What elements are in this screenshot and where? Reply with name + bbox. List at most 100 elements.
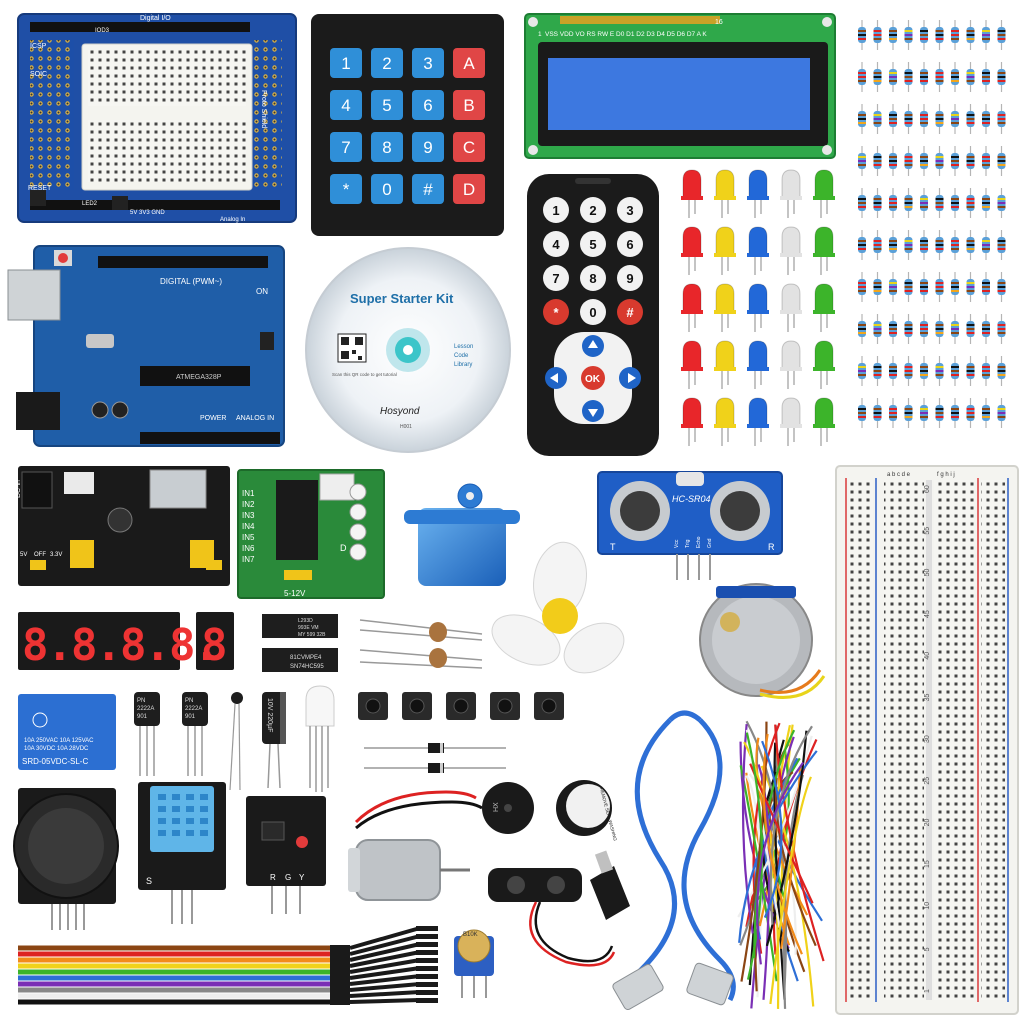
- resistor-band: [935, 282, 944, 284]
- resistor-band: [966, 408, 975, 410]
- dupont-connector: [330, 951, 350, 957]
- led-rim: [780, 424, 802, 428]
- resistor-band: [904, 282, 913, 284]
- led: [814, 169, 834, 199]
- jumper-wire: [780, 766, 802, 950]
- dupont-connector-body: [349, 958, 421, 974]
- keypad-key-label: 3: [423, 54, 432, 73]
- dupont-connector: [330, 963, 350, 969]
- resistor-band: [904, 416, 913, 418]
- resistor-band: [873, 80, 882, 82]
- resistor-band: [889, 202, 897, 204]
- resistor-band: [920, 198, 928, 200]
- ultrasonic-r-label: R: [768, 542, 775, 552]
- shield-power-label: 5V 3V3 GND: [130, 210, 165, 216]
- resistor-band: [920, 416, 928, 418]
- led-rim: [714, 424, 736, 428]
- keypad-key-label: #: [423, 180, 433, 199]
- resistor-band: [858, 38, 866, 40]
- dupont-pin: [416, 974, 438, 979]
- resistor-band: [966, 38, 975, 40]
- lcd-pin-last: 16: [715, 19, 723, 26]
- shield-header-label: Digital I/O: [140, 15, 171, 22]
- led: [748, 340, 768, 370]
- remote-key-label: 5: [589, 237, 596, 252]
- resistor-band: [904, 412, 913, 414]
- keypad-key: [412, 90, 444, 120]
- capacitor-label: 10V 220µF: [266, 698, 273, 732]
- resistor-band: [982, 286, 990, 288]
- remote-key: [617, 265, 643, 291]
- resistor-band: [889, 248, 897, 250]
- resistor-band: [935, 408, 944, 410]
- resistor-band: [873, 282, 882, 284]
- cd-menu-library: Library: [454, 362, 472, 368]
- tactile-buttons: [358, 692, 564, 720]
- shield-header-code: IOD3: [95, 28, 110, 34]
- ic1-line1: L293D: [298, 618, 313, 624]
- keypad-key: [453, 174, 485, 204]
- four-digit-display-text: 8.8.8.8.: [22, 620, 218, 671]
- prototype-shield: Digital I/O IOD3 ICSP SOIC RESET LED2 5V…: [17, 13, 297, 223]
- resistor-band: [935, 370, 944, 372]
- led: [748, 397, 768, 427]
- resistor-band: [889, 366, 897, 368]
- jumper-wire: [769, 776, 812, 1005]
- led-rim: [714, 196, 736, 200]
- resistor-band: [873, 332, 882, 334]
- jumper-wire-bundle: [737, 720, 825, 1009]
- remote-key: [543, 197, 569, 223]
- keypad-key-label: 5: [382, 96, 391, 115]
- resistor-band: [889, 30, 897, 32]
- resistor-band: [982, 206, 990, 208]
- uno-power-label: POWER: [200, 415, 226, 422]
- resistor-band: [982, 366, 990, 368]
- resistor-band: [982, 156, 990, 158]
- led: [682, 340, 702, 370]
- led-rim: [747, 196, 769, 200]
- driver-voltage-label: 5-12V: [284, 589, 306, 598]
- dht11-sensor: S: [138, 782, 226, 924]
- driver-input-label: IN4: [242, 522, 255, 531]
- resistor-band: [951, 160, 959, 162]
- breadboard-row-number: 45: [924, 610, 931, 618]
- seven-segment-displays: 8.8.8.8. 8: [18, 612, 234, 671]
- resistor-band: [982, 118, 990, 120]
- resistor-band: [889, 198, 897, 200]
- resistor-band: [966, 80, 975, 82]
- uno-board: DIGITAL (PWM~) ON ATMEGA328P POWER ANALO…: [7, 245, 285, 447]
- resistor-band: [904, 72, 913, 74]
- resistor-band: [982, 164, 990, 166]
- resistor-band: [982, 202, 990, 204]
- resistor-band: [966, 160, 975, 162]
- resistor-band: [858, 164, 866, 166]
- t1-line2: 2222A: [137, 706, 154, 712]
- resistor-band: [935, 248, 944, 250]
- lcd-1602-module: VSS VDD VO RS RW E D0 D1 D2 D3 D4 D5 D6 …: [524, 13, 836, 159]
- resistor-band: [889, 164, 897, 166]
- resistor-band: [920, 118, 928, 120]
- resistor-band: [997, 240, 1006, 242]
- keypad-key-label: 4: [341, 96, 350, 115]
- remote-key-label: 6: [626, 237, 633, 252]
- resistor-band: [951, 370, 959, 372]
- keypad-key-label: 9: [423, 138, 432, 157]
- resistor-band: [966, 374, 975, 376]
- resistor-band: [904, 244, 913, 246]
- push-button-cap: [497, 698, 513, 714]
- led: [715, 169, 735, 199]
- resistor-band: [904, 156, 913, 158]
- resistor-band: [873, 286, 882, 288]
- resistor-band: [935, 156, 944, 158]
- resistor-band: [920, 282, 928, 284]
- keypad-key: [330, 132, 362, 162]
- led: [781, 283, 801, 313]
- cd-menu-lesson: Lesson: [454, 344, 473, 350]
- resistor-band: [951, 412, 959, 414]
- led: [715, 397, 735, 427]
- resistor-band: [873, 198, 882, 200]
- resistor-band: [997, 416, 1006, 418]
- resistor-band: [889, 370, 897, 372]
- resistor-band: [951, 240, 959, 242]
- resistor-band: [997, 332, 1006, 334]
